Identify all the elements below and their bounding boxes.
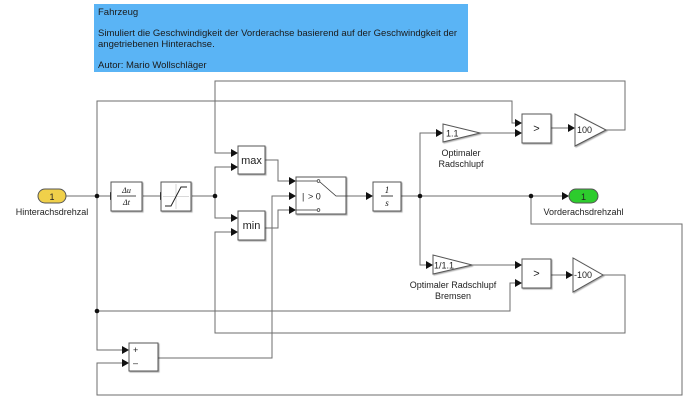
wire-to-gain-lower[interactable] bbox=[419, 196, 426, 266]
signal-lines bbox=[66, 80, 683, 396]
arrowheads bbox=[110, 119, 575, 367]
saturation-block[interactable] bbox=[160, 181, 192, 212]
outport-number: 1 bbox=[581, 192, 586, 202]
saturation-icon bbox=[165, 186, 187, 207]
gain-lower-label-1: Optimaler Radschlupf bbox=[410, 280, 497, 290]
min-label: min bbox=[243, 220, 261, 232]
gain-lower-value: 1/1.1 bbox=[434, 261, 454, 271]
branch-points bbox=[94, 193, 534, 314]
derivative-denominator: Δt bbox=[122, 198, 131, 207]
wire-gainneg100-to-min[interactable] bbox=[214, 231, 626, 334]
model-annotation[interactable]: Fahrzeug Simuliert die Geschwindigkeit d… bbox=[94, 4, 468, 72]
compare-lower-op: > bbox=[533, 268, 539, 280]
inport-label: Hinterachsdrehzal bbox=[16, 207, 89, 217]
inport-number: 1 bbox=[49, 192, 54, 202]
wire-input-feedback-trunk[interactable] bbox=[96, 100, 515, 196]
inport-block[interactable]: 1 Hinterachsdrehzal bbox=[16, 188, 89, 217]
wire-max-to-switch[interactable] bbox=[265, 159, 289, 182]
gain-upper-value: 1.1 bbox=[446, 129, 459, 139]
sum-block[interactable]: + – bbox=[128, 342, 159, 372]
max-label: max bbox=[241, 155, 262, 167]
integrator-denominator: s bbox=[385, 198, 389, 208]
outport-label: Vorderachsdrehzahl bbox=[543, 207, 623, 217]
wire-input-to-lower-compare[interactable] bbox=[97, 282, 515, 312]
wire-min-to-switch[interactable] bbox=[265, 209, 289, 229]
wire-to-max-in2[interactable] bbox=[214, 166, 232, 196]
gain-lower-label-2: Bremsen bbox=[435, 291, 471, 301]
sum-plus-sign: + bbox=[133, 345, 138, 355]
gain-upper-label-1: Optimaler bbox=[441, 148, 480, 158]
relational-operator-upper[interactable]: > bbox=[521, 113, 552, 144]
derivative-numerator: Δu bbox=[121, 186, 131, 195]
annotation-author: Autor: Mario Wollschläger bbox=[98, 59, 207, 71]
wire-input-down[interactable] bbox=[96, 196, 122, 351]
integrator-block[interactable]: 1 s bbox=[372, 181, 402, 212]
gain-neg100-value: -100 bbox=[574, 270, 592, 280]
annotation-title: Fahrzeug bbox=[98, 7, 139, 18]
switch-criteria: > 0 bbox=[308, 192, 321, 202]
relational-operator-lower[interactable]: > bbox=[521, 258, 552, 289]
gain-100-block[interactable]: 100 bbox=[574, 113, 608, 147]
min-block[interactable]: min bbox=[237, 210, 266, 241]
gain-upper-label-2: Radschlupf bbox=[438, 159, 484, 169]
switch-block[interactable]: | > 0 bbox=[295, 176, 347, 215]
max-block[interactable]: max bbox=[237, 145, 266, 175]
wire-output-feedback-to-sum[interactable] bbox=[96, 196, 683, 396]
gain-optimaler-radschlupf-bremsen[interactable]: 1/1.1 Optimaler Radschlupf Bremsen bbox=[410, 254, 497, 301]
annotation-description: Simuliert die Geschwindigkeit der Vorder… bbox=[98, 27, 458, 51]
gain-neg100-block[interactable]: -100 bbox=[572, 257, 605, 293]
integrator-numerator: 1 bbox=[385, 185, 390, 195]
wire-to-gain-upper[interactable] bbox=[419, 132, 436, 196]
gain-optimaler-radschlupf[interactable]: 1.1 Optimaler Radschlupf bbox=[438, 123, 484, 169]
derivative-block[interactable]: Δu Δt bbox=[110, 181, 143, 212]
compare-upper-op: > bbox=[533, 123, 539, 135]
wire-sum-to-switch-control[interactable] bbox=[158, 195, 289, 359]
outport-block[interactable]: 1 Vorderachsdrehzahl bbox=[543, 188, 624, 217]
gain-100-value: 100 bbox=[577, 125, 592, 135]
switch-control-marker: | bbox=[302, 192, 304, 202]
wire-gain100-to-max[interactable] bbox=[214, 80, 626, 154]
sum-minus-sign: – bbox=[133, 358, 138, 368]
wire-to-min-in1[interactable] bbox=[214, 196, 232, 219]
